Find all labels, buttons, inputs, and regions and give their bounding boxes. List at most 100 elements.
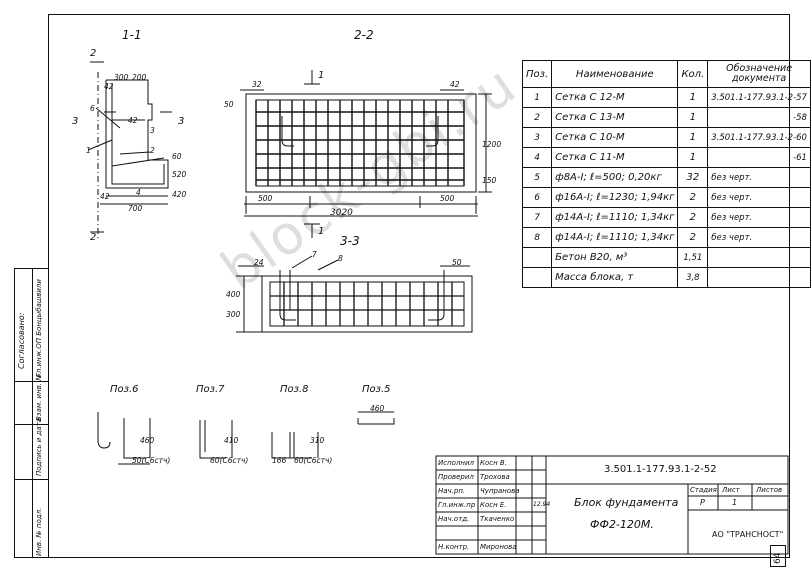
bar-details xyxy=(97,411,395,465)
spec-cell-qty: 2 xyxy=(677,207,709,228)
dim-520: 520 xyxy=(172,170,187,179)
cut-3-left: 3 xyxy=(72,116,79,127)
spec-cell-qty: 2 xyxy=(677,187,709,208)
pos5-460: 460 xyxy=(370,404,385,413)
stamp-role-0: Исполнил xyxy=(438,459,475,467)
dim-60: 60 xyxy=(172,152,182,161)
pos6-label: Поз.6 xyxy=(110,384,139,395)
spec-cell-qty: 1,51 xyxy=(677,247,709,268)
dim-200: 200 xyxy=(132,73,147,82)
pos8-310: 310 xyxy=(310,436,325,445)
spec-cell-pos: 3 xyxy=(521,127,553,148)
spec-cell-name: Сетка С 11-М xyxy=(551,147,679,168)
stamp-sheets-header: Листов xyxy=(756,486,783,494)
spec-cell-pos: 7 xyxy=(521,207,553,228)
dim-500a: 500 xyxy=(258,194,273,203)
cut-3-right: 3 xyxy=(178,116,185,127)
spec-cell-name: Сетка С 12-М xyxy=(551,87,679,108)
cut-2-top: 2 xyxy=(90,48,97,59)
spec-cell-pos xyxy=(521,267,553,288)
stamp-role-1: Проверил xyxy=(438,473,474,481)
section-1-1-label: 1-1 xyxy=(122,28,142,42)
stamp-role-4: Нач.отд. xyxy=(438,515,470,523)
dim-50b: 50 xyxy=(452,258,462,267)
stamp-title2: ФФ2-120М. xyxy=(590,518,654,531)
dim-24: 24 xyxy=(254,258,264,267)
dim-50: 50 xyxy=(224,100,234,109)
cut-1-top: 1 xyxy=(318,70,325,81)
side-stamp: Согласовано: Гл.инж.ОП Бонцыбашвили Взам… xyxy=(14,268,48,558)
pos8-60: 60(С6стч) xyxy=(294,456,333,465)
section-2-2-label: 2-2 xyxy=(354,28,374,42)
pos7-60: 60(С6стч) xyxy=(210,456,249,465)
dim-500b: 500 xyxy=(440,194,455,203)
dim-420: 420 xyxy=(172,190,187,199)
title-block-lines xyxy=(435,455,789,555)
stamp-title1: Блок фундамента xyxy=(574,496,679,509)
spec-cell-qty: 1 xyxy=(677,147,709,168)
spec-cell-doc xyxy=(707,247,811,268)
stamp-name-6: Миронова xyxy=(480,543,517,551)
callout-3: 3 xyxy=(150,126,155,135)
spec-cell-doc: 3.501.1-177.93.1-2-57 xyxy=(707,87,811,108)
spec-cell-pos: 2 xyxy=(521,107,553,128)
pos6-50: 50(С6стч) xyxy=(132,456,171,465)
dim-42a: 42 xyxy=(104,82,114,91)
dim-150: 150 xyxy=(482,176,497,185)
spec-cell-name: Бетон В20, м³ xyxy=(551,247,679,268)
spec-cell-doc: без черт. xyxy=(707,167,811,188)
spec-cell-pos: 8 xyxy=(521,227,553,248)
stamp-name-1: Трохова xyxy=(480,473,510,481)
spec-cell-doc: -61 xyxy=(707,147,811,168)
spec-header-name: Наименование xyxy=(551,60,679,88)
section-2-2-drawing xyxy=(240,70,492,238)
dim-1200: 1200 xyxy=(482,140,502,149)
stamp-role-2: Нач.рп. xyxy=(438,487,466,495)
stamp-date: 12.94 xyxy=(533,501,551,508)
spec-cell-pos xyxy=(521,247,553,268)
callout-2: 2 xyxy=(150,146,155,155)
spec-header-row: Поз. Наименование Кол. Обозначение докум… xyxy=(521,60,811,88)
stamp-stage: Р xyxy=(700,498,705,507)
dim-42b: 42 xyxy=(128,116,138,125)
pos8-label: Поз.8 xyxy=(280,384,309,395)
spec-cell-name: Масса блока, т xyxy=(551,267,679,288)
section-1-1-drawing xyxy=(87,61,172,238)
spec-cell-doc: без черт. xyxy=(707,227,811,248)
spec-cell-qty: 1 xyxy=(677,87,709,108)
stamp-sheet: 1 xyxy=(732,498,738,507)
cut-1-bottom: 1 xyxy=(318,226,325,237)
spec-cell-name: Сетка С 10-М xyxy=(551,127,679,148)
spec-cell-pos: 5 xyxy=(521,167,553,188)
spec-cell-name: ф14А-I; ℓ=1110; 1,34кг xyxy=(551,227,679,248)
callout-1: 1 xyxy=(86,146,91,155)
dim-700: 700 xyxy=(128,204,143,213)
page-number: 64 xyxy=(770,545,786,567)
stamp-name-2: Чупранова xyxy=(480,487,520,495)
spec-cell-qty: 2 xyxy=(677,227,709,248)
spec-cell-qty: 1 xyxy=(677,127,709,148)
spec-cell-qty: 1 xyxy=(677,107,709,128)
dim-300: 300 xyxy=(114,73,129,82)
spec-cell-doc: без черт. xyxy=(707,187,811,208)
spec-cell-name: ф8А-I; ℓ=500; 0,20кг xyxy=(551,167,679,188)
cut-2-bottom: 2 xyxy=(90,232,97,243)
spec-header-pos: Поз. xyxy=(521,60,553,88)
dim-32: 32 xyxy=(252,80,262,89)
spec-cell-doc: -58 xyxy=(707,107,811,128)
pos7-label: Поз.7 xyxy=(196,384,225,395)
section-3-3-label: 3-3 xyxy=(340,234,360,248)
stamp-name-0: Косн В. xyxy=(480,459,507,467)
specification-table: Поз. Наименование Кол. Обозначение докум… xyxy=(521,60,811,288)
callout-8: 8 xyxy=(338,254,343,263)
spec-cell-name: Сетка С 13-М xyxy=(551,107,679,128)
